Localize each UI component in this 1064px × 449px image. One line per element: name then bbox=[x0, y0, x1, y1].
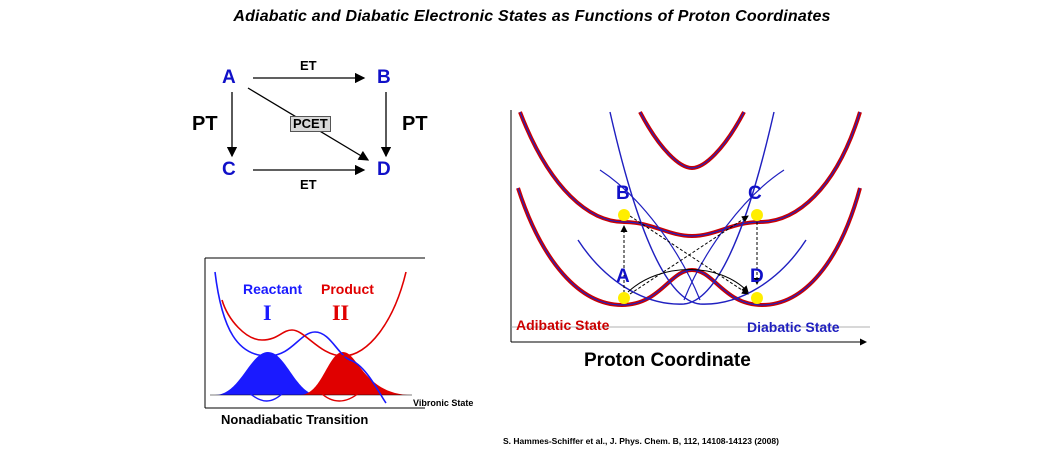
diabatic-state-label: Diabatic State bbox=[747, 319, 840, 335]
et-arrow-a-to-c bbox=[629, 215, 749, 295]
product-potential bbox=[221, 271, 407, 357]
proton-coordinate-axis-title: Proton Coordinate bbox=[584, 350, 751, 371]
product-numeral: II bbox=[332, 300, 350, 325]
citation: S. Hammes-Schiffer et al., J. Phys. Chem… bbox=[503, 436, 779, 446]
pes-point-a: A bbox=[616, 266, 630, 287]
pcet-label: PCET bbox=[290, 116, 331, 132]
pes-point-d: D bbox=[750, 266, 764, 287]
product-label: Product bbox=[321, 281, 374, 297]
diabatic-curve-2 bbox=[577, 111, 775, 305]
pes-point-c: C bbox=[748, 183, 762, 204]
pt-label-left: PT bbox=[192, 113, 218, 135]
reactant-wavefunction bbox=[215, 352, 318, 395]
state-b-label: B bbox=[377, 67, 391, 88]
pes-point-b: B bbox=[616, 183, 630, 204]
point-c-dot bbox=[751, 209, 763, 221]
top-adiabatic-curve bbox=[638, 111, 746, 171]
reactant-numeral: I bbox=[263, 300, 272, 325]
reactant-potential bbox=[214, 271, 387, 404]
et-label-top: ET bbox=[300, 58, 317, 73]
page-title: Adiabatic and Diabatic Electronic States… bbox=[233, 8, 831, 25]
reactant-label: Reactant bbox=[243, 281, 303, 297]
adiabatic-state-label: Adibatic State bbox=[516, 317, 610, 333]
et-label-bottom: ET bbox=[300, 177, 317, 192]
transition-caption: Nonadiabatic Transition bbox=[221, 412, 369, 427]
point-b-dot bbox=[618, 209, 630, 221]
product-wavefunction bbox=[300, 352, 412, 395]
point-a-dot bbox=[618, 292, 630, 304]
pcet-arrow-curve bbox=[627, 269, 749, 293]
upper-adiabatic-curve bbox=[518, 111, 862, 239]
state-a-label: A bbox=[222, 67, 236, 88]
state-d-label: D bbox=[377, 159, 391, 180]
vibronic-state-label: Vibronic State bbox=[413, 398, 474, 408]
diabatic-curve-4 bbox=[683, 169, 785, 301]
state-c-label: C bbox=[222, 159, 236, 180]
pt-label-right: PT bbox=[402, 113, 428, 135]
point-d-dot bbox=[751, 292, 763, 304]
